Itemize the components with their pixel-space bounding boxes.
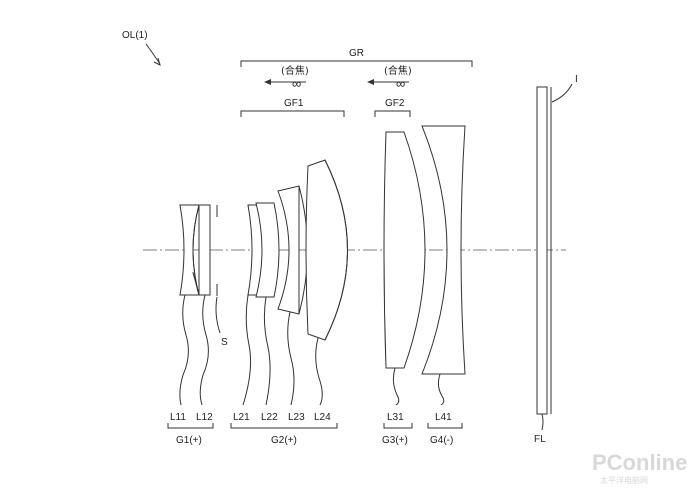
leader-l12 bbox=[199, 294, 209, 406]
lens-l12-edge bbox=[192, 204, 200, 296]
diagram-title: OL(1) bbox=[122, 30, 148, 41]
g3-bracket bbox=[383, 423, 413, 429]
focus-arrowhead-right bbox=[367, 79, 374, 85]
gf1-bracket bbox=[240, 110, 345, 117]
lens-l23 bbox=[277, 185, 300, 315]
lens-l41 bbox=[421, 125, 466, 375]
lens-label-l31: L31 bbox=[387, 412, 404, 423]
focus-label-left: (合焦) bbox=[281, 64, 309, 77]
infinity-label-right: ∞ bbox=[396, 76, 405, 91]
leader-l11 bbox=[179, 294, 189, 406]
group-label-g4: G4(-) bbox=[430, 435, 453, 446]
title-leader bbox=[145, 43, 161, 65]
leader-l23 bbox=[287, 311, 295, 406]
group-label-g3: G3(+) bbox=[382, 435, 408, 446]
gf2-label: GF2 bbox=[385, 98, 405, 109]
lens-label-l21: L21 bbox=[233, 412, 250, 423]
lens-label-l24: L24 bbox=[314, 412, 331, 423]
lens-label-l23: L23 bbox=[288, 412, 305, 423]
lens-label-l41: L41 bbox=[435, 412, 452, 423]
image-label: I bbox=[575, 74, 578, 85]
filter-plate bbox=[536, 86, 548, 415]
focus-label-right: (合焦) bbox=[384, 64, 412, 77]
leader-l31 bbox=[392, 367, 400, 406]
lens-label-l12: L12 bbox=[196, 412, 213, 423]
lens-l24 bbox=[305, 159, 348, 341]
gf2-bracket bbox=[374, 110, 411, 117]
gr-bracket bbox=[240, 60, 473, 67]
leader-l41 bbox=[437, 373, 445, 406]
filter-leader bbox=[541, 413, 544, 431]
leader-l21 bbox=[242, 294, 251, 406]
lens-l22 bbox=[255, 202, 280, 298]
infinity-label-left: ∞ bbox=[292, 76, 301, 91]
focus-arrowhead-left bbox=[264, 79, 271, 85]
group-label-g1: G1(+) bbox=[176, 435, 202, 446]
stop-label: S bbox=[221, 337, 228, 348]
leader-l22 bbox=[263, 296, 271, 406]
lens-l31 bbox=[383, 131, 426, 369]
gf1-label: GF1 bbox=[284, 98, 304, 109]
watermark-sub: 太平洋电脑网 bbox=[600, 475, 648, 485]
lens-l24-back bbox=[324, 159, 348, 341]
image-leader bbox=[551, 83, 573, 103]
lens-label-l11: L11 bbox=[170, 412, 186, 423]
stop-leader bbox=[215, 296, 221, 334]
group-label-g2: G2(+) bbox=[271, 435, 297, 446]
g2-bracket bbox=[230, 423, 338, 429]
filter-label: FL bbox=[534, 434, 546, 445]
title-arrowhead bbox=[153, 57, 161, 66]
watermark-brand: PConline bbox=[592, 450, 687, 475]
g4-bracket bbox=[427, 423, 463, 429]
gr-label: GR bbox=[349, 48, 364, 59]
leader-l24 bbox=[315, 337, 323, 406]
lens-label-l22: L22 bbox=[261, 412, 278, 423]
g1-bracket bbox=[167, 423, 214, 429]
